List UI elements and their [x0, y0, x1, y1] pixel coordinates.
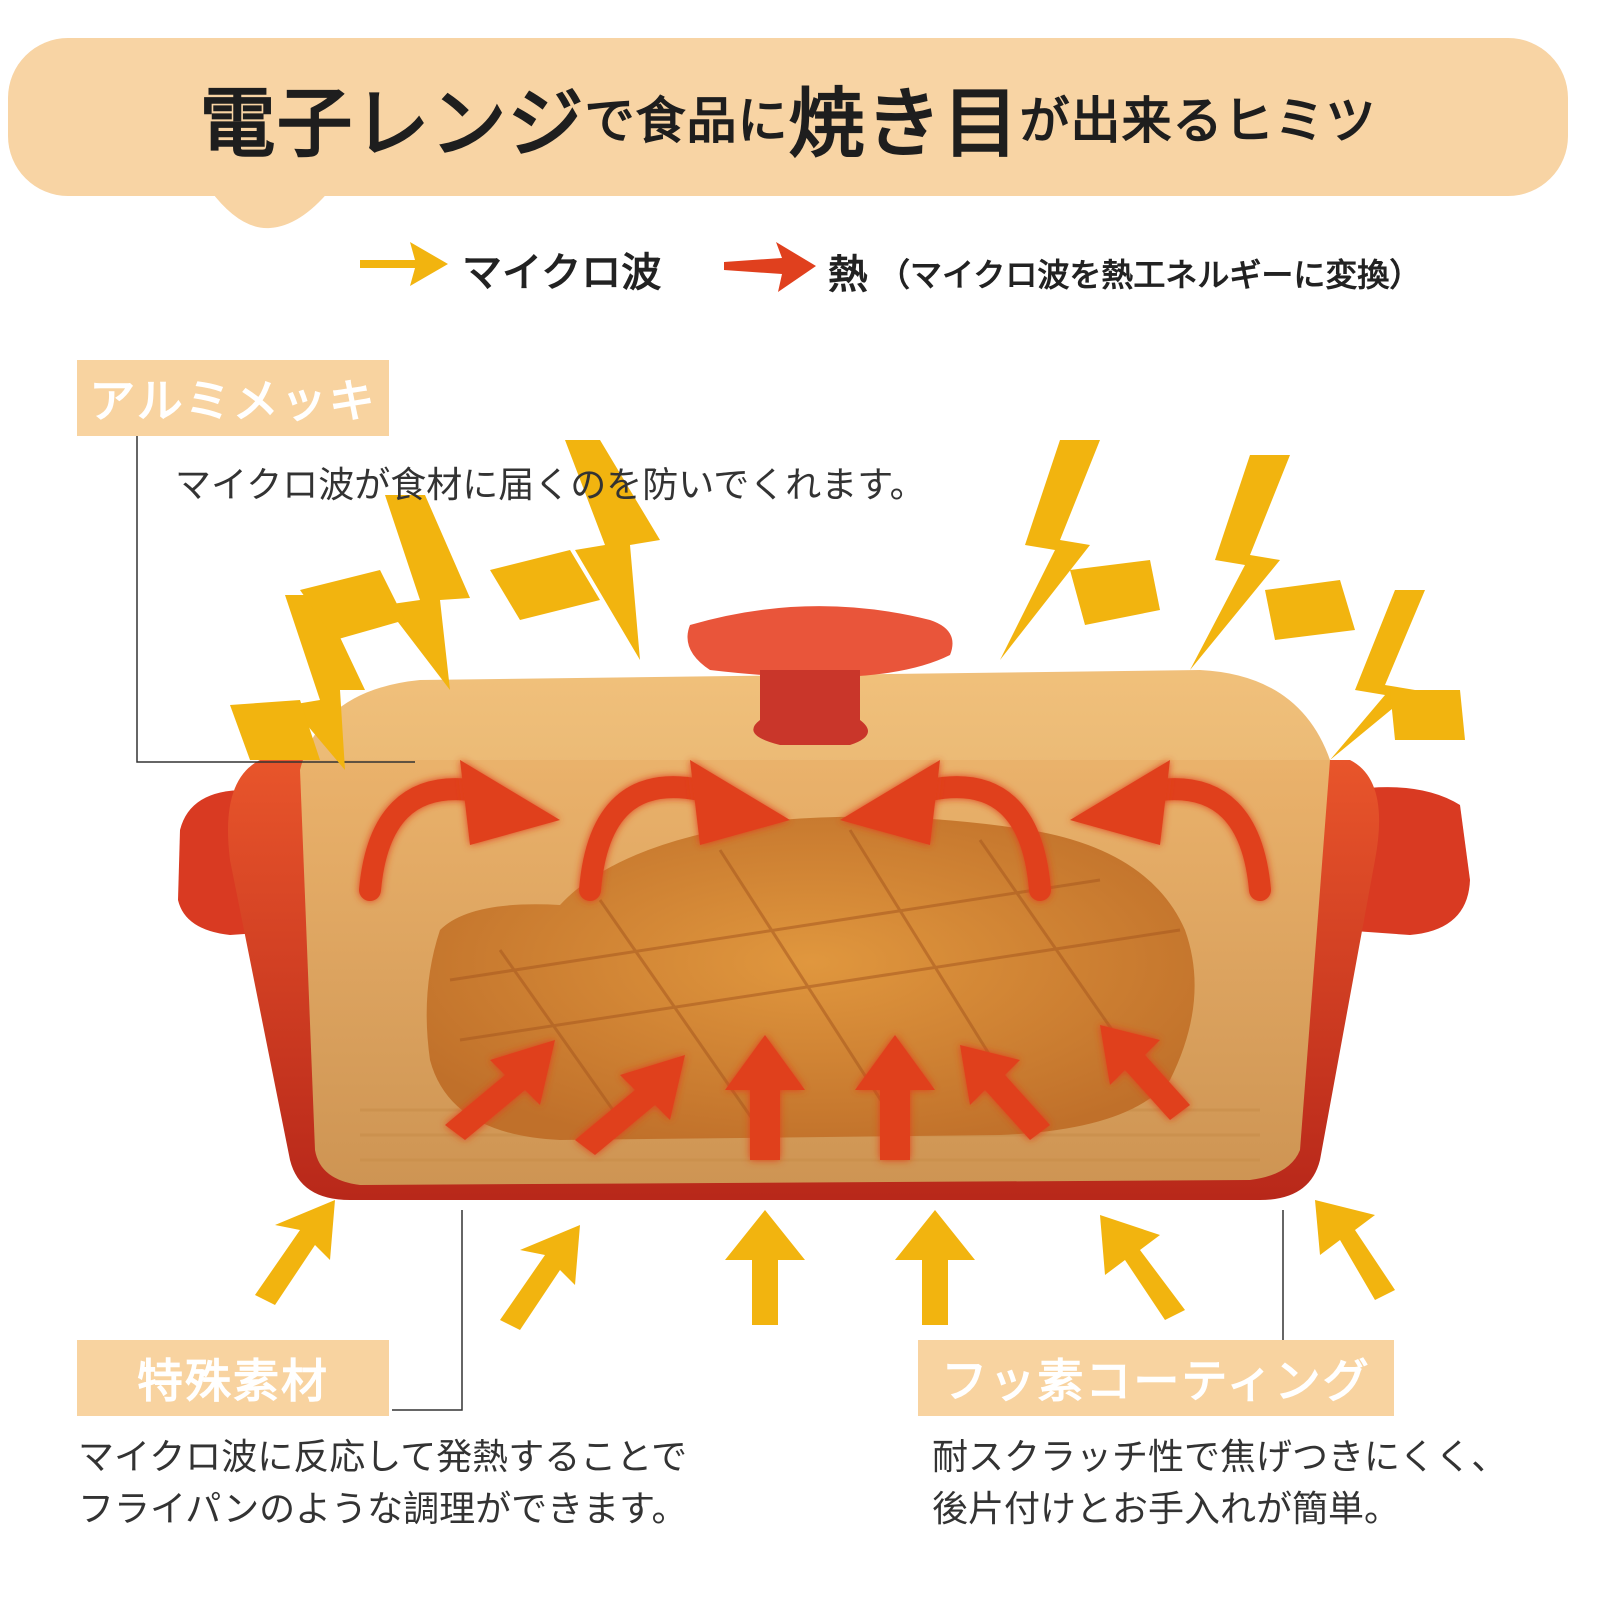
lid-knob — [687, 606, 953, 678]
heat-arrows-bottom — [445, 1025, 1190, 1160]
special-material-label: 特殊素材 — [77, 1340, 389, 1416]
title-part-2: で食品に — [584, 92, 789, 150]
heat-arrows-top — [359, 776, 1271, 901]
microwave-legend-arrow-icon — [360, 242, 448, 286]
microwave-legend-label: マイクロ波 — [462, 250, 662, 296]
title-part-3: 焼き目 — [788, 79, 1020, 168]
special-material-label-text: 特殊素材 — [137, 1354, 329, 1408]
title-banner — [8, 38, 1568, 196]
microwave-arrows-bottom — [255, 1200, 1395, 1330]
special-material-leader-line — [392, 1210, 463, 1411]
aluminum-description: マイクロ波が食材に届くのを防いでくれます。 — [175, 465, 926, 506]
aluminum-label-text: アルミメッキ — [89, 374, 377, 428]
special-material-description-1: マイクロ波に反応して発熱することで — [78, 1437, 688, 1478]
fluorine-coating-label: フッ素コーティング — [918, 1340, 1394, 1416]
aluminum-label: アルミメッキ — [77, 360, 389, 436]
banner-tail — [210, 190, 330, 229]
aluminum-leader-line — [136, 435, 415, 763]
fluorine-coating-label-text: フッ素コーティング — [941, 1354, 1371, 1408]
fluorine-coating-description-2: 後片付けとお手入れが簡単。 — [932, 1489, 1401, 1530]
page-title: 電子レンジ で食品に 焼き目 が出来るヒミツ — [8, 38, 1568, 196]
heat-legend-label: 熱 — [828, 252, 868, 298]
title-part-1: 電子レンジ — [199, 79, 585, 168]
microwave-arrows-top — [230, 440, 1465, 770]
title-part-4: が出来るヒミツ — [1019, 92, 1377, 150]
heat-legend-note: （マイクロ波を熱工ネルギーに変換） — [878, 256, 1422, 294]
heat-legend-arrow-icon — [724, 242, 816, 292]
fluorine-coating-description-1: 耐スクラッチ性で焦げつきにくく、 — [932, 1437, 1508, 1478]
special-material-description-2: フライパンのような調理ができます。 — [78, 1489, 688, 1530]
